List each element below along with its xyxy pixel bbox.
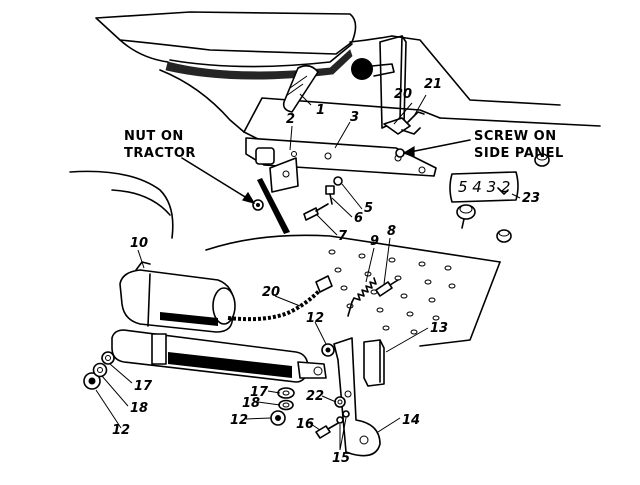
callout-12-bottom: 12: [230, 413, 248, 428]
spacer-knob-right-1: [534, 153, 550, 167]
pins-15: [336, 410, 350, 424]
callout-18-right: 18: [242, 396, 260, 411]
spacer-part-23-hub: [456, 204, 476, 229]
bracket-arm-14: [333, 337, 381, 457]
callout-6: 6: [354, 211, 363, 226]
bolt-part-8: [375, 279, 399, 297]
mount-block-13: [363, 339, 385, 387]
callout-17-left: 17: [134, 379, 153, 394]
callout-23: 23: [522, 191, 540, 206]
callout-14: 14: [402, 413, 420, 428]
callout-2: 2: [286, 112, 295, 127]
washer-17-right: [277, 387, 295, 399]
leader-lines: [95, 93, 521, 451]
callout-9: 9: [370, 234, 379, 249]
callout-7: 7: [338, 229, 348, 244]
callout-1: 1: [316, 103, 325, 118]
perforated-deck: [205, 234, 501, 347]
actuator-motor: [119, 261, 236, 333]
lever-part-1: [282, 64, 319, 113]
callout-12-top: 12: [306, 311, 324, 326]
callout-5: 5: [364, 201, 373, 216]
callout-20-wire: 20: [262, 285, 280, 300]
callout-12-left: 12: [112, 423, 130, 438]
nut-12-left: [83, 372, 101, 390]
nut-on-tractor-label-line2: TRACTOR: [124, 146, 196, 161]
decal-text: 5 4 3 2: [458, 178, 510, 196]
nut-12-top: [321, 343, 335, 357]
callout-16: 16: [296, 417, 314, 432]
side-panel-screw: [395, 148, 405, 158]
screw-on-side-panel-label-line2: SIDE PANEL: [474, 146, 564, 161]
screw-arrow: [402, 139, 471, 158]
nut-arrow: [181, 157, 256, 204]
spacer-knob-right-2: [496, 229, 512, 243]
fender-outline: [69, 35, 601, 239]
nut-12-bottom: [270, 410, 286, 426]
screw-part-7: [303, 203, 329, 221]
callout-20-top: 20: [394, 87, 412, 102]
washer-18-right: [278, 399, 294, 411]
spring-part-9: [347, 277, 377, 317]
callout-8: 8: [387, 224, 396, 239]
tractor-seat: [95, 11, 357, 80]
callout-13: 13: [430, 321, 448, 336]
limit-switch-21: [383, 111, 425, 135]
washer-17-left: [101, 351, 115, 365]
callout-3: 3: [350, 110, 359, 125]
knob: [351, 58, 395, 80]
wire-harness: [227, 275, 333, 322]
control-rod: [257, 178, 290, 234]
callout-22: 22: [306, 389, 324, 404]
nut-part-5: [333, 176, 343, 186]
callout-18-left: 18: [130, 401, 148, 416]
callout-17-right: 17: [250, 385, 269, 400]
callout-15: 15: [332, 451, 350, 466]
nut-on-tractor-label-line1: NUT ON: [124, 129, 184, 144]
screw-on-side-panel-label-line1: SCREW ON: [474, 129, 557, 144]
actuator-cylinder: [111, 329, 327, 383]
callout-10: 10: [130, 236, 148, 251]
spacer-22: [334, 396, 346, 408]
washer-18-left: [92, 362, 108, 378]
callout-21: 21: [424, 77, 442, 92]
switch-bracket: [255, 147, 299, 193]
screw-part-6: [325, 185, 335, 205]
speed-decal: 5 4 3 2: [449, 171, 519, 203]
